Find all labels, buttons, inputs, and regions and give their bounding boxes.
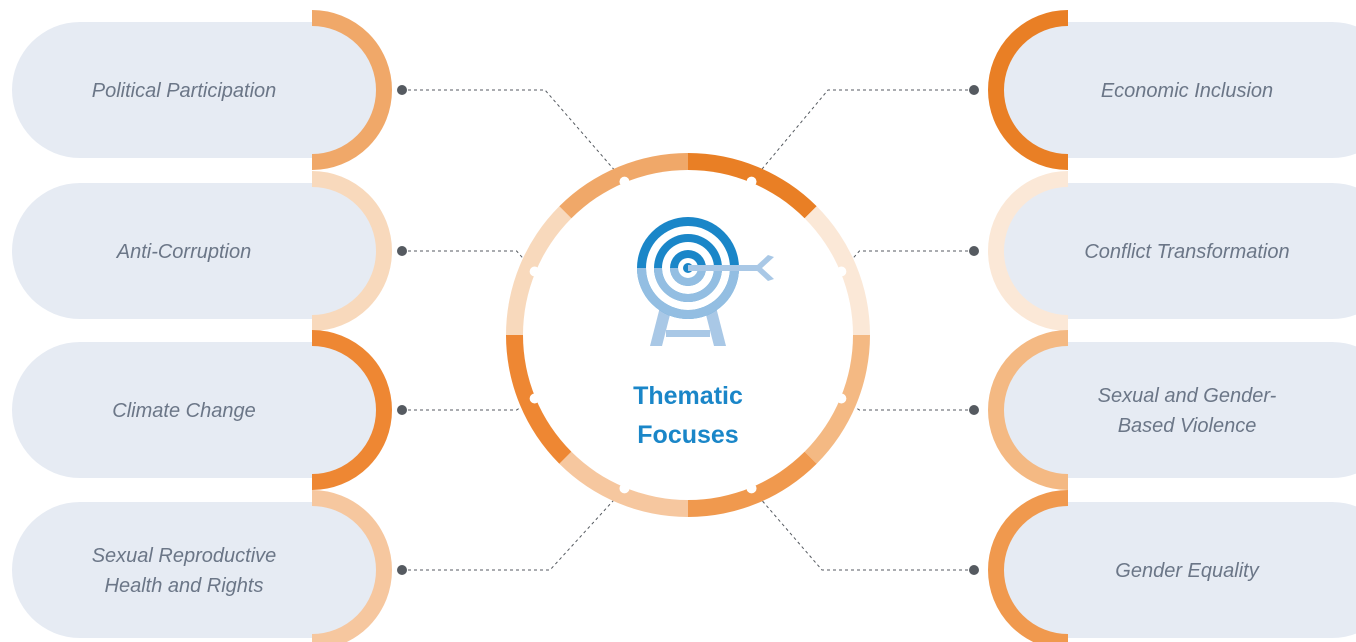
topic-label-line: Anti-Corruption xyxy=(116,241,252,263)
topic-label: Gender Equality xyxy=(1115,560,1259,582)
topic-pill xyxy=(1000,22,1356,158)
connector-dot xyxy=(397,246,407,256)
center-title-line-2: Focuses xyxy=(637,421,738,449)
connector-line xyxy=(402,250,536,272)
connector-dot xyxy=(969,246,979,256)
topic-accent-arc xyxy=(988,490,1069,642)
topic-political-participation: Political Participation xyxy=(12,10,392,170)
topic-accent-arc xyxy=(988,171,1069,331)
topic-label: Political Participation xyxy=(92,80,277,102)
connector-dot xyxy=(969,405,979,415)
topic-accent-arc xyxy=(311,10,392,170)
topic-label-line: Conflict Transformation xyxy=(1084,241,1289,263)
topic-sexual-and-gender-based-violence: Sexual and Gender- Based Violence xyxy=(988,330,1356,490)
topic-conflict-transformation: Conflict Transformation xyxy=(988,171,1356,331)
topic-pill xyxy=(1000,183,1356,319)
topic-gender-equality: Gender Equality xyxy=(988,490,1356,642)
topic-label: Conflict Transformation xyxy=(1084,241,1289,263)
topic-label-line: Gender Equality xyxy=(1115,560,1259,582)
connector-line xyxy=(402,488,625,571)
topic-pill xyxy=(12,502,380,638)
target-with-arrow-icon xyxy=(637,217,774,346)
topic-label-line: Political Participation xyxy=(92,80,277,102)
topic-pill xyxy=(1000,342,1356,478)
connector-line xyxy=(841,398,974,411)
connector-dot xyxy=(969,565,979,575)
connector-line xyxy=(751,89,974,182)
topic-label-line: Sexual Reproductive xyxy=(92,545,277,567)
center-hub: Thematic Focuses xyxy=(523,170,853,500)
topic-label: Economic Inclusion xyxy=(1101,80,1273,102)
connector-line xyxy=(402,89,625,182)
connector-line xyxy=(840,250,974,272)
topic-label-line: Based Violence xyxy=(1118,415,1257,437)
connector-dot xyxy=(397,565,407,575)
connector-dot xyxy=(397,85,407,95)
connector-line xyxy=(751,488,974,571)
topic-anti-corruption: Anti-Corruption xyxy=(12,171,392,331)
topic-label-line: Climate Change xyxy=(112,400,255,422)
topic-accent-arc xyxy=(988,330,1069,490)
topic-accent-arc xyxy=(311,171,392,331)
topic-pill xyxy=(1000,502,1356,638)
topic-label-line: Health and Rights xyxy=(105,575,264,597)
topic-label-line: Sexual and Gender- xyxy=(1098,385,1277,407)
topic-pills: Political ParticipationAnti-CorruptionCl… xyxy=(12,10,1356,642)
center-title-line-1: Thematic xyxy=(633,382,743,410)
topic-label: Anti-Corruption xyxy=(116,241,252,263)
connector-dot xyxy=(397,405,407,415)
topic-economic-inclusion: Economic Inclusion xyxy=(988,10,1356,170)
connector-line xyxy=(402,398,535,411)
topic-pill xyxy=(12,183,380,319)
topic-climate-change: Climate Change xyxy=(12,330,392,490)
topic-label: Climate Change xyxy=(112,400,255,422)
topic-pill xyxy=(12,342,380,478)
topic-pill xyxy=(12,22,380,158)
topic-label: Sexual and Gender- Based Violence xyxy=(1098,385,1277,437)
topic-accent-arc xyxy=(311,330,392,490)
topic-accent-arc xyxy=(988,10,1069,170)
topic-accent-arc xyxy=(311,490,392,642)
topic-label-line: Economic Inclusion xyxy=(1101,80,1273,102)
connector-dot xyxy=(969,85,979,95)
